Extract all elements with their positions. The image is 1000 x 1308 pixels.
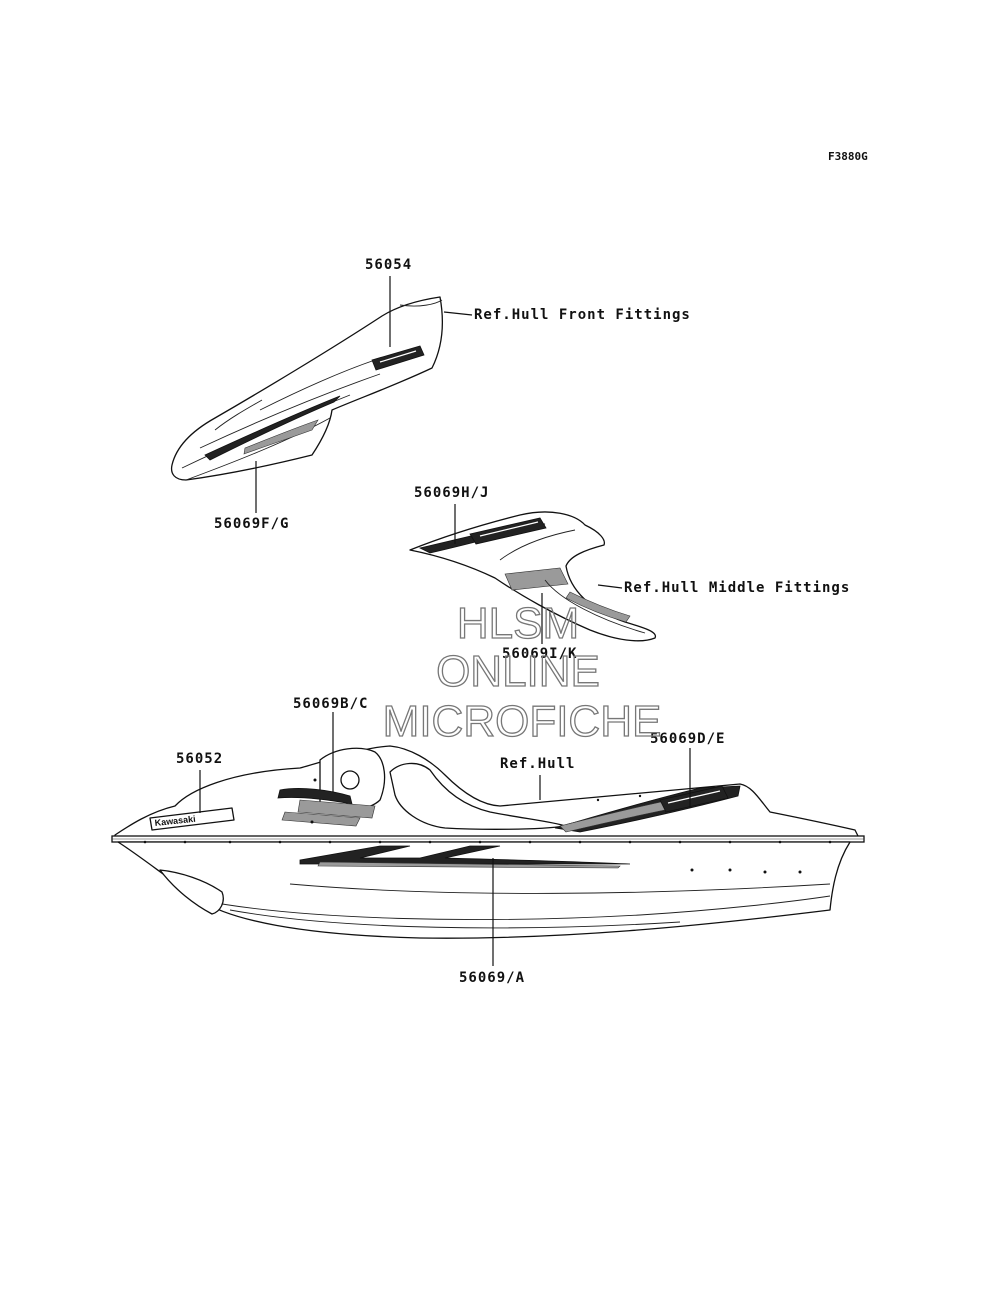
part-56069IK-label: 56069I/K bbox=[502, 646, 577, 662]
watermark-line-1: HLSM bbox=[457, 599, 579, 648]
part-56069DE-label: 56069D/E bbox=[650, 731, 725, 747]
part-56069FG-label: 56069F/G bbox=[214, 516, 289, 532]
ref-hull-front-label: Ref.Hull Front Fittings bbox=[474, 307, 691, 323]
watermark: HLSM ONLINE MICROFICHE bbox=[382, 598, 662, 746]
front-cover-illustration bbox=[170, 296, 444, 481]
kawasaki-decal-text: Kawasaki bbox=[154, 814, 196, 828]
part-56069BC-label: 56069B/C bbox=[293, 696, 368, 712]
hull-illustration: Kawasaki bbox=[111, 745, 865, 939]
part-56069A-label: 56069/A bbox=[459, 970, 525, 986]
part-56069HJ-label: 56069H/J bbox=[414, 485, 489, 501]
leader-ref-front bbox=[443, 311, 473, 316]
diagram-code: F3880G bbox=[828, 150, 868, 163]
part-56054-label: 56054 bbox=[365, 257, 412, 273]
middle-cover-illustration bbox=[409, 511, 657, 642]
watermark-line-3: MICROFICHE bbox=[383, 697, 662, 746]
ref-hull-label: Ref.Hull bbox=[500, 756, 575, 772]
ref-hull-middle-label: Ref.Hull Middle Fittings bbox=[624, 580, 850, 596]
leader-ref-middle bbox=[597, 584, 623, 589]
part-56052-label: 56052 bbox=[176, 751, 223, 767]
watermark-line-2: ONLINE bbox=[436, 647, 600, 696]
